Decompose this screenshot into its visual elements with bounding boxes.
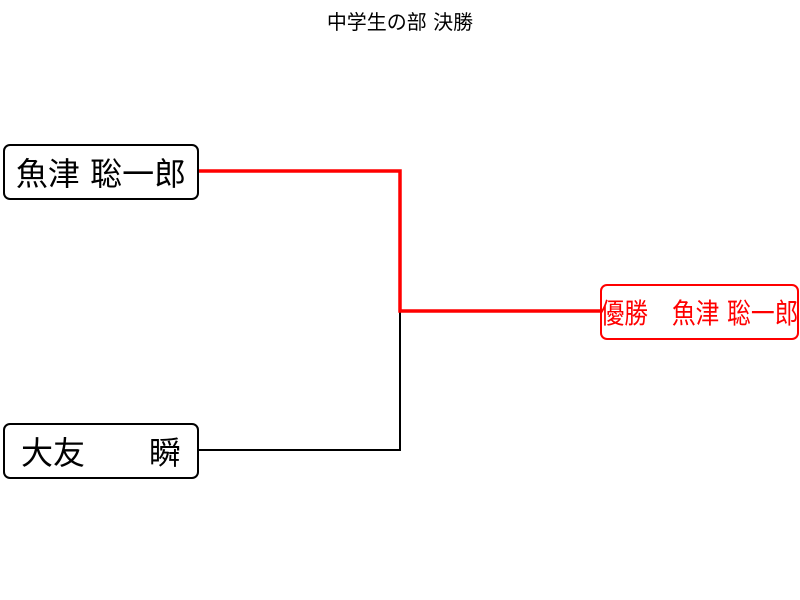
player-name: 魚津 聡一郎 bbox=[15, 155, 187, 193]
player-box-1: 魚津 聡一郎 bbox=[3, 144, 199, 200]
player-name: 大友 瞬 bbox=[20, 434, 181, 472]
loser-line bbox=[198, 311, 401, 451]
champion-label: 優勝 魚津 聡一郎 bbox=[600, 297, 799, 330]
page-title: 中学生の部 決勝 bbox=[326, 10, 474, 34]
winner-line bbox=[198, 169, 600, 313]
player-box-2: 大友 瞬 bbox=[3, 423, 199, 479]
champion-box: 優勝 魚津 聡一郎 bbox=[600, 284, 799, 340]
